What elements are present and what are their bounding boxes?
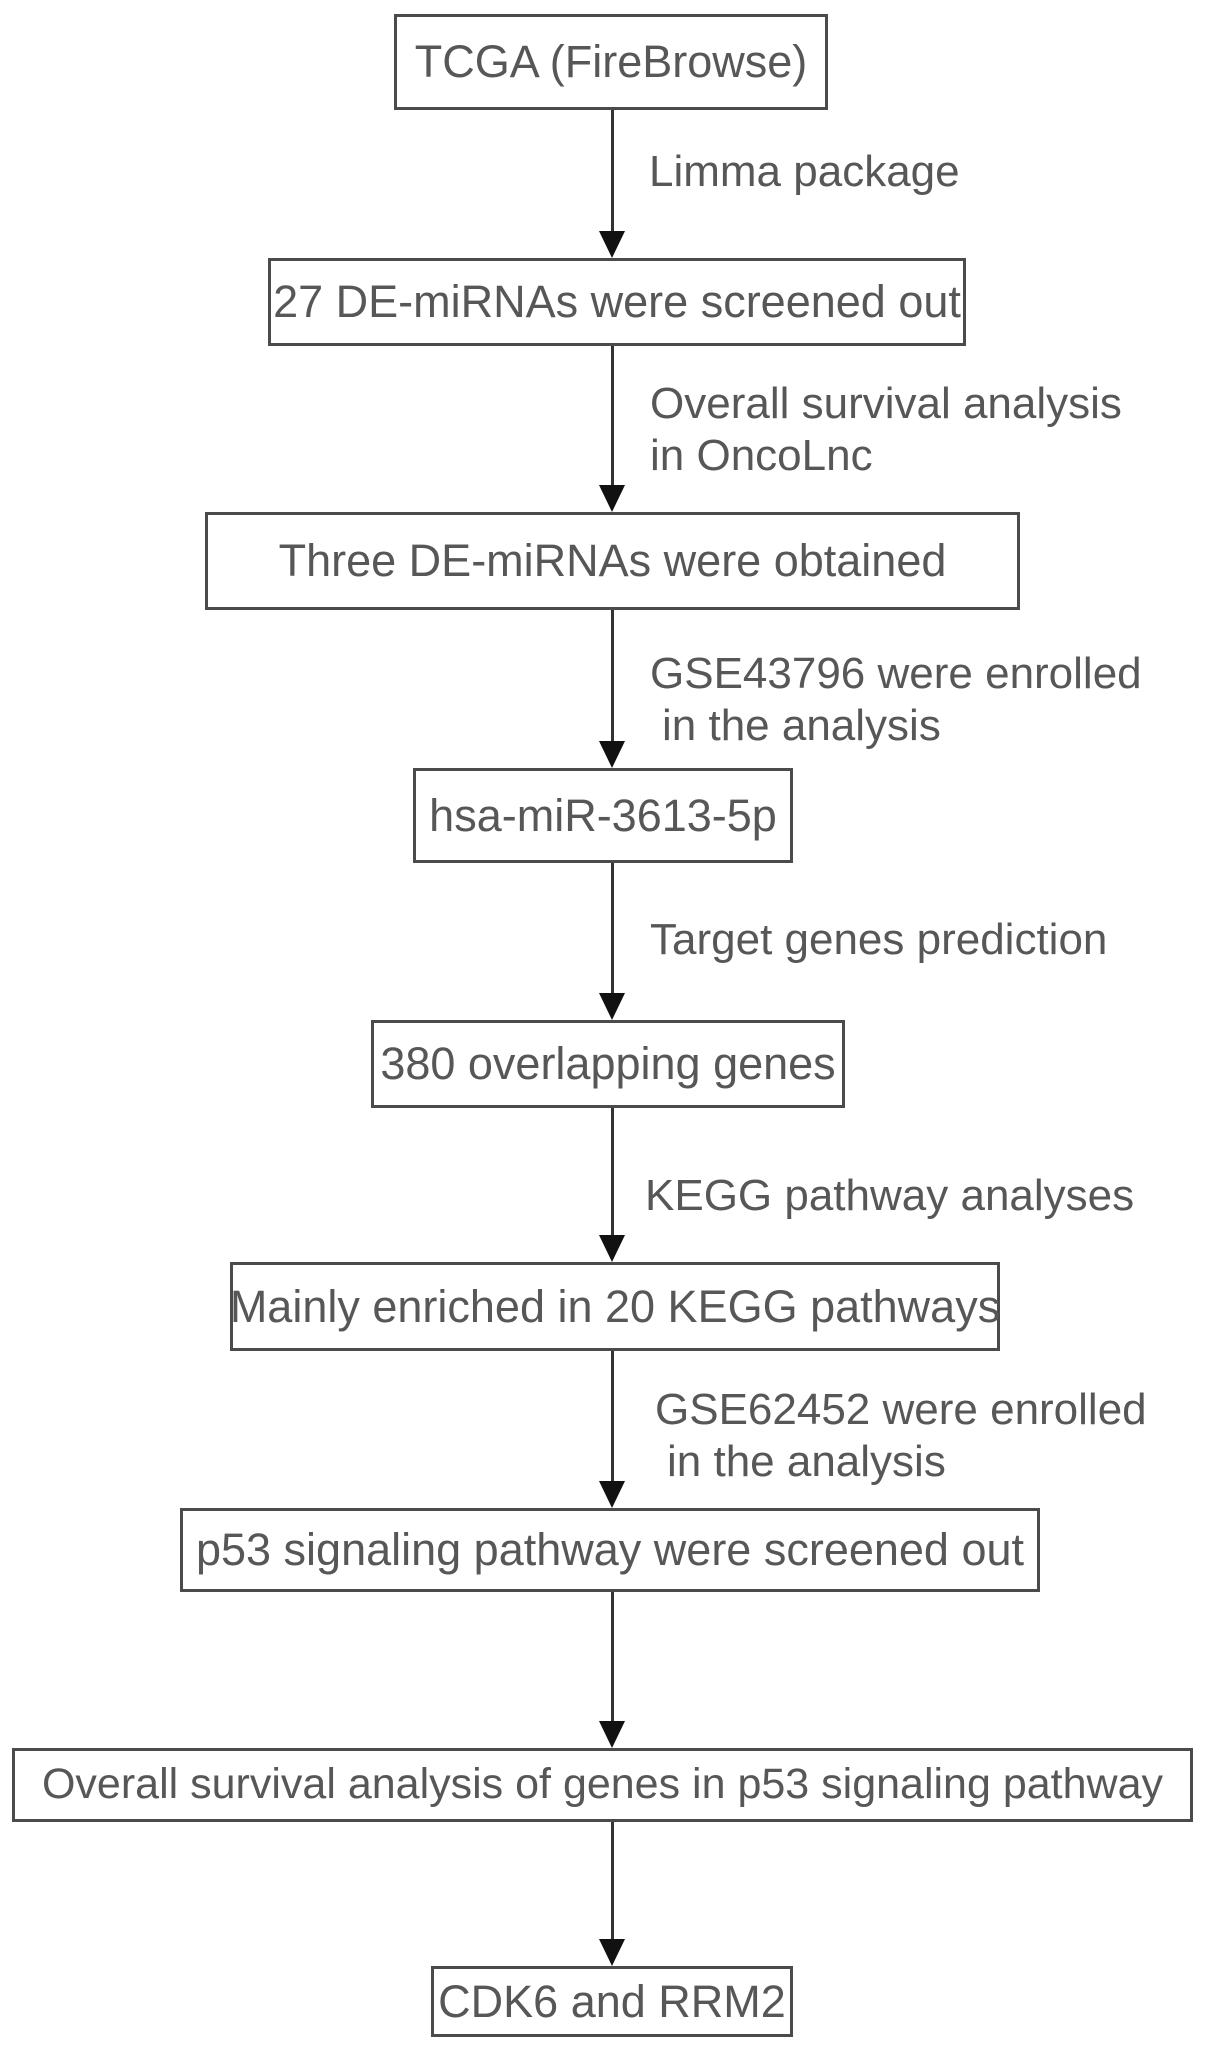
flow-box-cdk6-rrm2: CDK6 and RRM2 — [431, 1966, 793, 2037]
flow-box-tcga-firebrowse: TCGA (FireBrowse) — [394, 14, 828, 110]
arrowhead-down-icon — [599, 1481, 625, 1508]
label-line: Overall survival analysis — [650, 379, 1122, 428]
arrow-label-gse62452: GSE62452 were enrolled in the analysis — [655, 1384, 1147, 1488]
flow-box-os-analysis-p53-genes: Overall survival analysis of genes in p5… — [12, 1748, 1193, 1822]
arrowhead-down-icon — [599, 485, 625, 512]
label-line: Target genes prediction — [650, 915, 1108, 964]
flow-box-text: 380 overlapping genes — [380, 1038, 836, 1090]
flow-box-text: hsa-miR-3613-5p — [429, 789, 777, 841]
arrow-line-6 — [611, 1351, 614, 1484]
flow-box-20-kegg-pathways: Mainly enriched in 20 KEGG pathways — [230, 1262, 1000, 1351]
flow-box-p53-pathway-screened: p53 signaling pathway were screened out — [180, 1508, 1040, 1592]
arrow-line-4 — [611, 863, 614, 996]
arrow-label-target-genes-prediction: Target genes prediction — [650, 914, 1107, 966]
label-line: KEGG pathway analyses — [645, 1171, 1135, 1220]
arrow-label-limma-package: Limma package — [649, 146, 960, 198]
label-line: Limma package — [649, 147, 960, 196]
arrowhead-down-icon — [599, 1721, 625, 1748]
arrowhead-down-icon — [599, 1235, 625, 1262]
arrow-line-1 — [611, 110, 614, 234]
arrowhead-down-icon — [599, 231, 625, 258]
flow-box-three-de-mirnas: Three DE-miRNAs were obtained — [205, 512, 1020, 610]
flow-box-text: TCGA (FireBrowse) — [414, 36, 808, 88]
label-line: GSE62452 were enrolled — [655, 1385, 1147, 1434]
flow-box-text: Overall survival analysis of genes in p5… — [41, 1760, 1163, 1809]
flow-box-27-de-mirnas: 27 DE-miRNAs were screened out — [268, 258, 966, 346]
flow-box-380-overlapping-genes: 380 overlapping genes — [371, 1020, 845, 1108]
arrow-line-7 — [611, 1592, 614, 1724]
flow-box-text: Mainly enriched in 20 KEGG pathways — [229, 1280, 1001, 1332]
arrow-line-8 — [611, 1822, 614, 1942]
arrow-line-3 — [611, 610, 614, 743]
arrow-label-overall-survival-oncolnc: Overall survival analysis in OncoLnc — [650, 378, 1122, 482]
arrowhead-down-icon — [599, 1939, 625, 1966]
label-line: GSE43796 were enrolled — [650, 649, 1142, 698]
label-line: in the analysis — [662, 701, 941, 750]
arrow-line-2 — [611, 346, 614, 488]
flow-box-text: 27 DE-miRNAs were screened out — [273, 276, 961, 328]
flow-box-hsa-mir-3613-5p: hsa-miR-3613-5p — [413, 768, 793, 863]
arrowhead-down-icon — [599, 993, 625, 1020]
flow-box-text: Three DE-miRNAs were obtained — [278, 535, 947, 587]
flow-box-text: p53 signaling pathway were screened out — [195, 1524, 1025, 1576]
label-line: in the analysis — [667, 1437, 946, 1486]
arrow-label-kegg-pathway-analyses: KEGG pathway analyses — [645, 1170, 1134, 1222]
arrow-line-5 — [611, 1108, 614, 1238]
label-line: in OncoLnc — [650, 431, 873, 480]
flow-box-text: CDK6 and RRM2 — [438, 1975, 786, 2027]
arrow-label-gse43796: GSE43796 were enrolled in the analysis — [650, 648, 1142, 752]
arrowhead-down-icon — [599, 741, 625, 768]
